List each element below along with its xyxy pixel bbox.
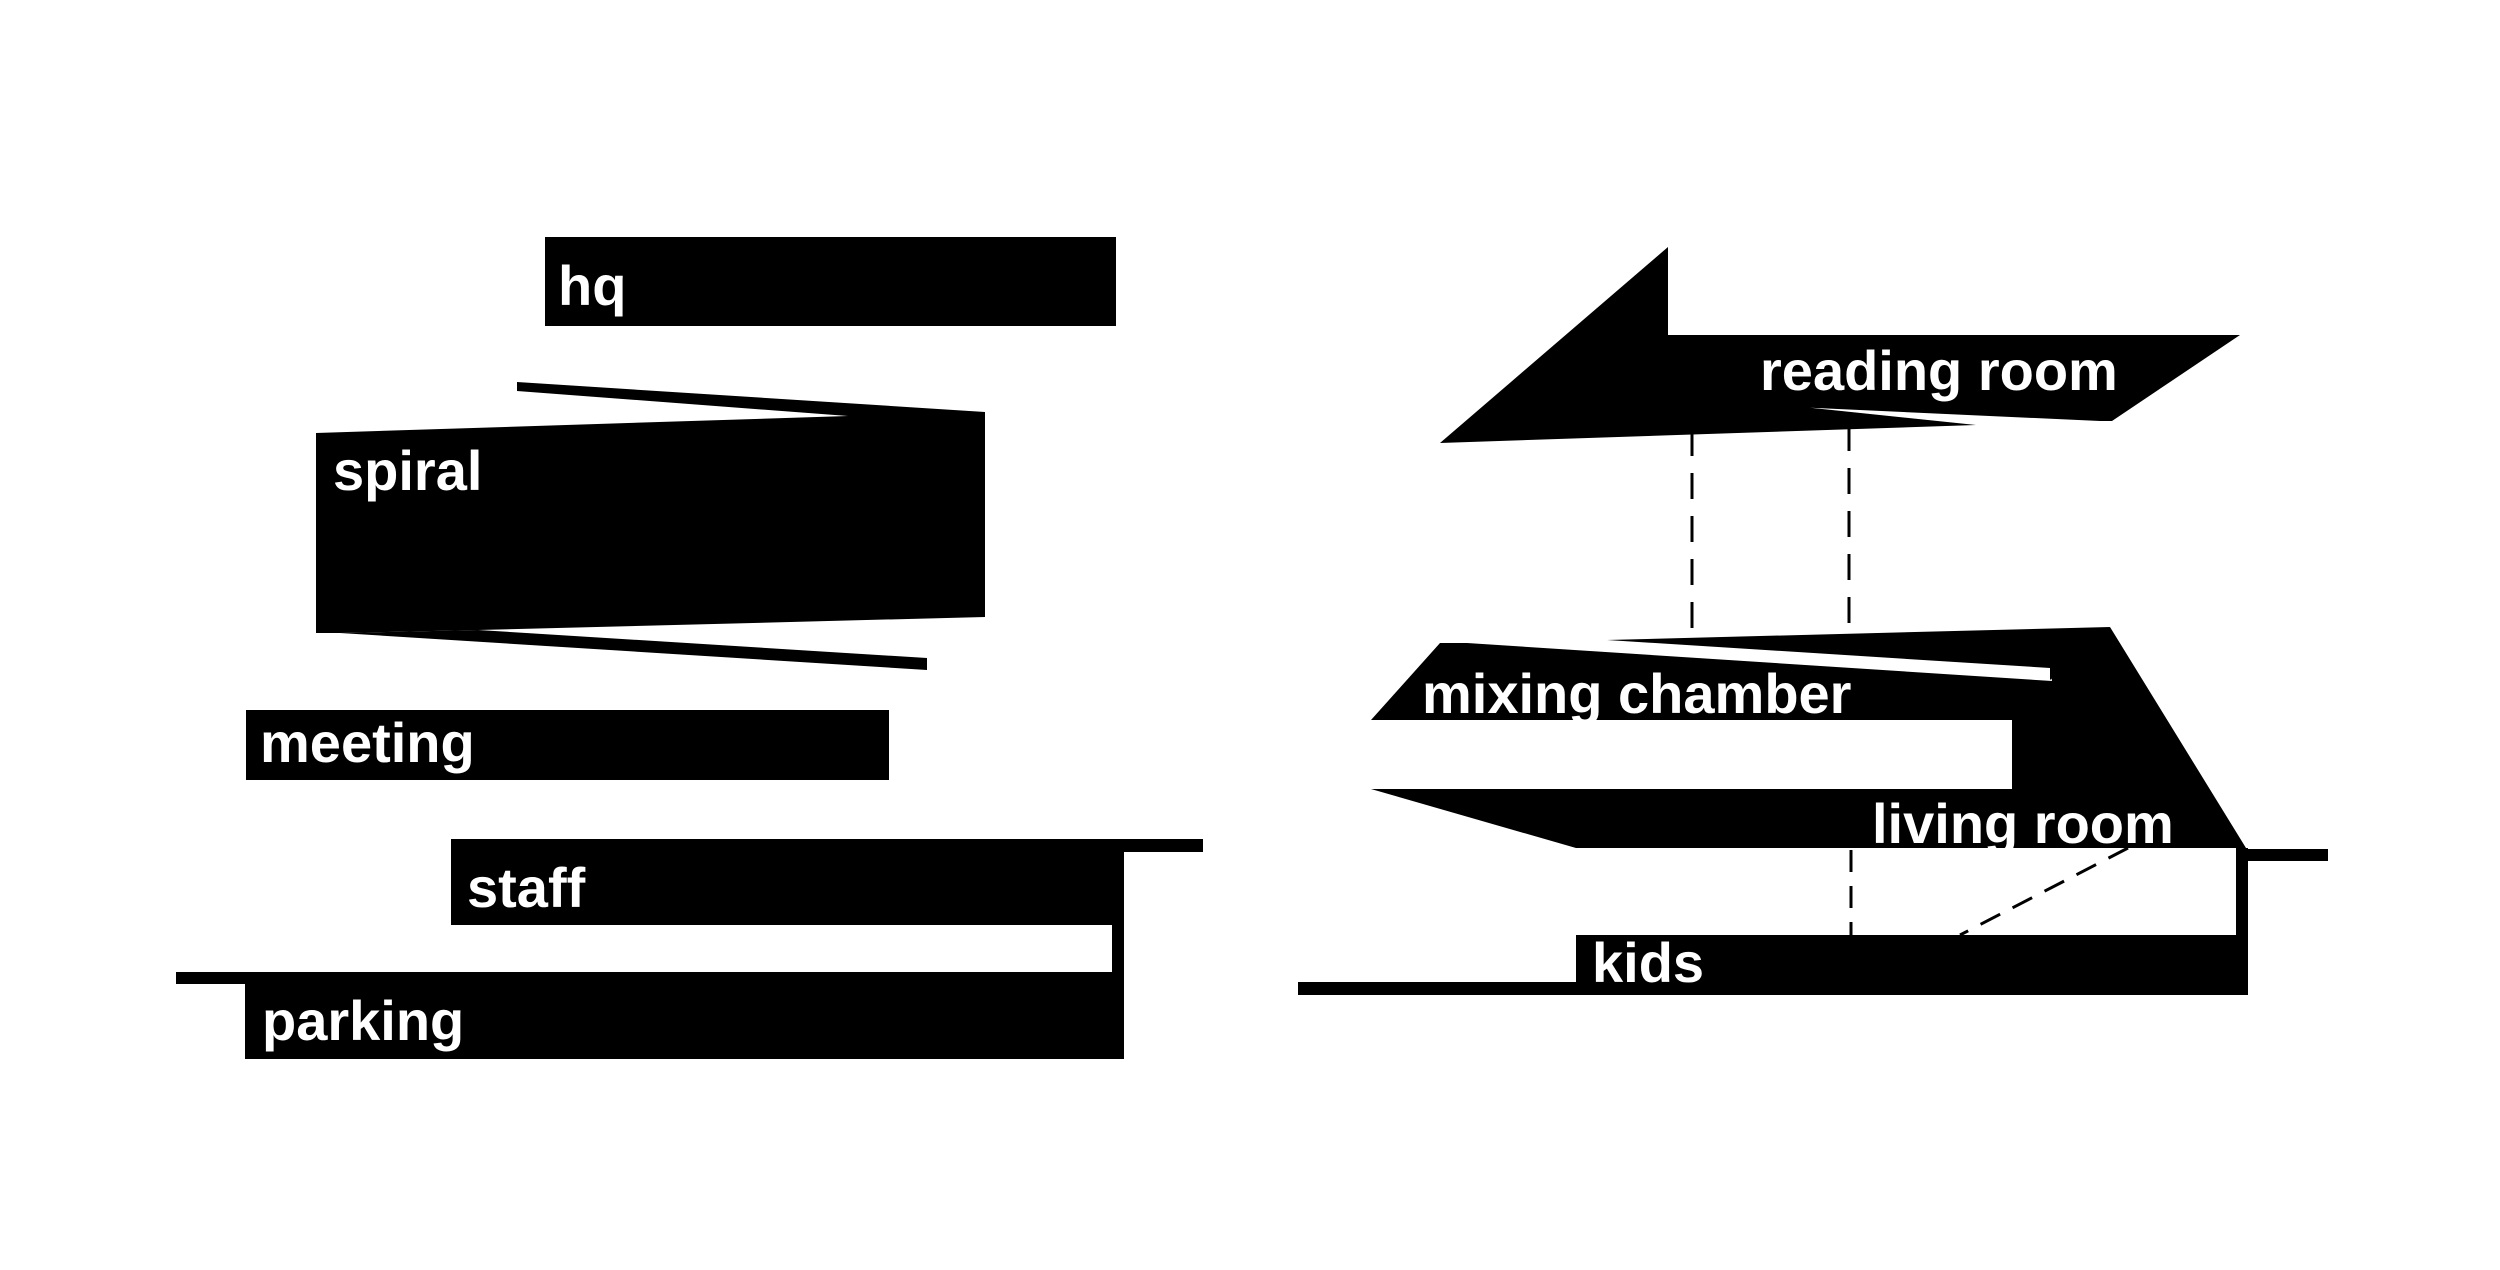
kids-block: kids [1298, 848, 2328, 995]
spiral-mass [316, 412, 985, 633]
parking-label: parking [262, 989, 464, 1052]
reading-room-mass [1440, 247, 2240, 443]
hq-label: hq [558, 254, 626, 317]
left-program-stack: hq spiral meeting staff parking [176, 237, 1203, 1059]
reading-room-block: reading room [1440, 247, 2240, 443]
meeting-block: meeting [246, 710, 889, 780]
kids-mass [1298, 848, 2328, 995]
meeting-mass [246, 710, 889, 780]
spiral-block: spiral [316, 382, 985, 670]
mixing-chamber-label: mixing chamber [1422, 662, 1851, 725]
spiral-ramp-bottom [340, 630, 927, 670]
staff-mass [451, 839, 1203, 1059]
reading-room-label: reading room [1760, 339, 2118, 402]
mixing-chamber-mass [1371, 627, 2246, 848]
mixing-chamber-ramp [1607, 627, 2110, 680]
parking-mass [176, 972, 1124, 1059]
spiral-ramp-top [517, 382, 985, 422]
staff-parking-block: staff parking [176, 839, 1203, 1059]
dashed-connector-4 [1959, 846, 2129, 937]
meeting-label: meeting [260, 711, 475, 774]
hq-block: hq [545, 237, 1116, 326]
hq-mass [545, 237, 1116, 326]
living-room-label: living room [1872, 792, 2174, 855]
spiral-label: spiral [333, 439, 482, 502]
right-program-stack: reading room mixing chamber living room … [1298, 247, 2328, 995]
kids-label: kids [1592, 931, 1704, 994]
mixing-living-block: mixing chamber living room [1371, 627, 2246, 855]
staff-label: staff [467, 856, 586, 919]
